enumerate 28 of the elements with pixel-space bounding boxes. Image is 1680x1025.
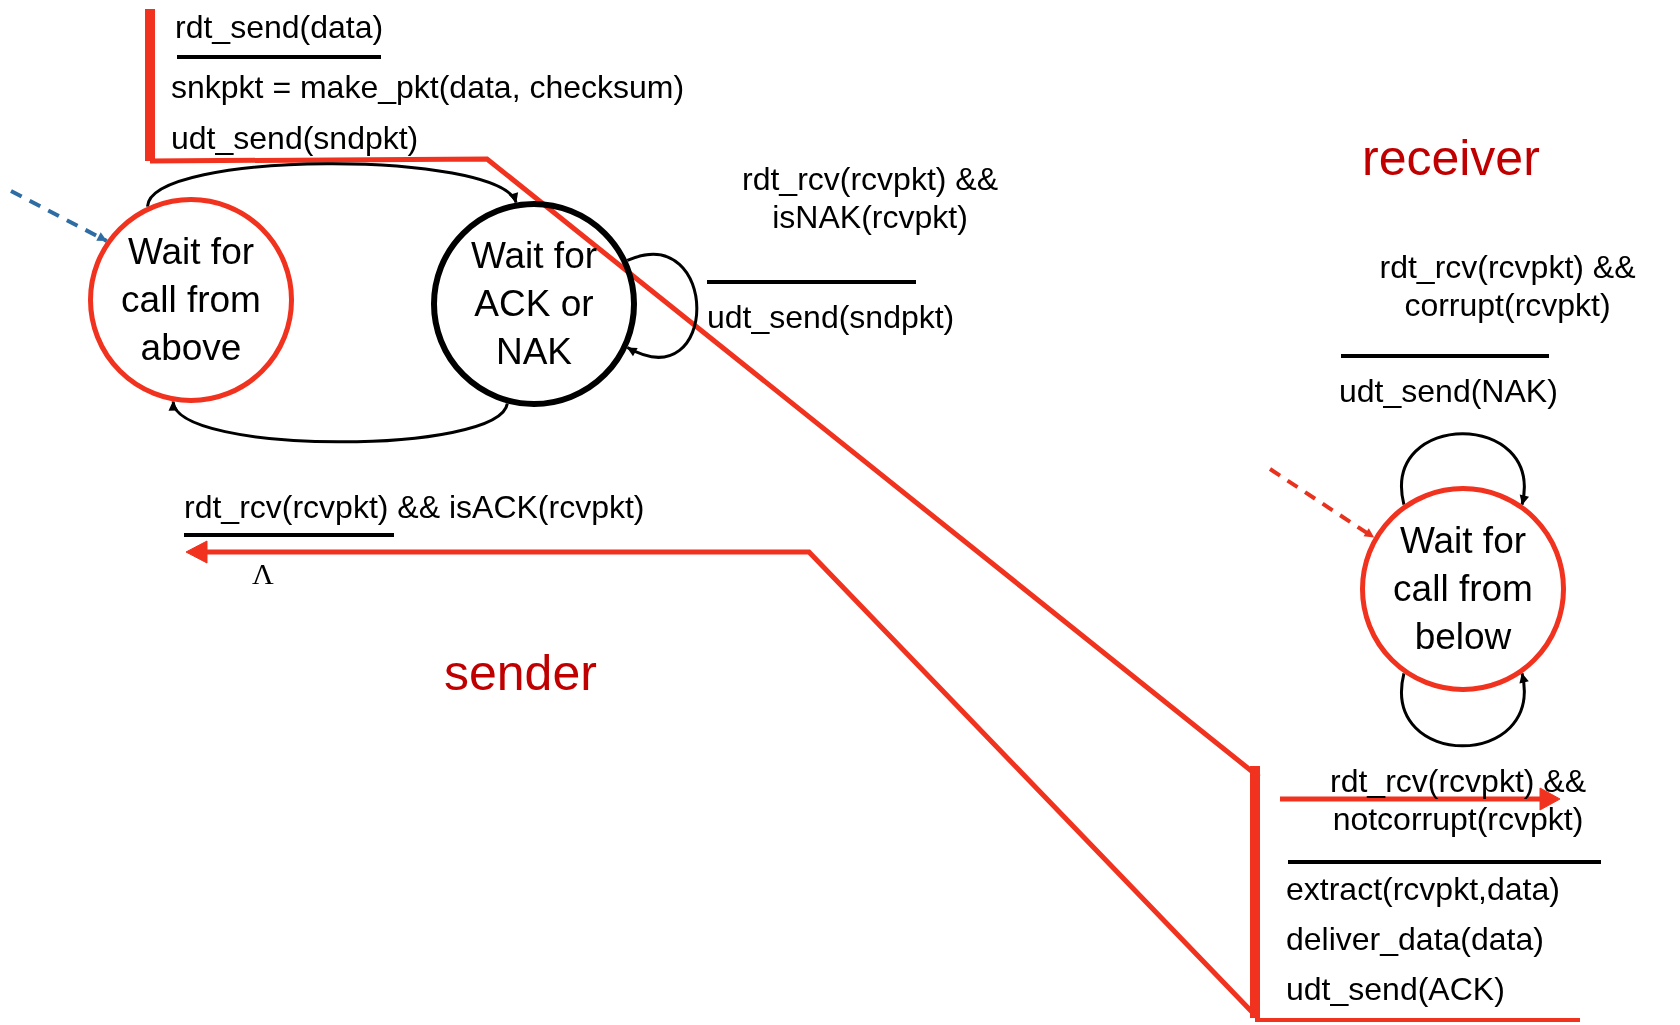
edge-label: rdt_rcv(rcvpkt) && notcorrupt(rcvpkt): [1329, 762, 1587, 839]
transition-arrow: [1400, 432, 1528, 505]
state-name: Wait for call from above: [120, 229, 262, 371]
dashed-arrow: [1268, 467, 1375, 540]
transition-arrow: [171, 400, 509, 444]
dashed-arrow: [10, 189, 108, 243]
action-text: snkpkt = make_pkt(data, checksum): [171, 68, 685, 107]
state-circle: [431, 201, 637, 407]
state-circle: [88, 197, 294, 403]
section-title: receiver: [1362, 129, 1540, 188]
action-text: extract(rcvpkt,data): [1286, 870, 1560, 909]
state-circle: [1360, 486, 1566, 692]
action-text: Λ: [252, 556, 274, 592]
section-title: sender: [444, 644, 597, 703]
edge-label: rdt_rcv(rcvpkt) && isNAK(rcvpkt): [741, 160, 999, 237]
transition-arrow: [1400, 673, 1528, 748]
transition-arrow: [146, 162, 518, 208]
action-text: udt_send(ACK): [1286, 970, 1505, 1009]
edge-label: rdt_rcv(rcvpkt) && corrupt(rcvpkt): [1378, 248, 1637, 325]
edge-label: rdt_send(data): [175, 8, 384, 47]
action-text: udt_send(sndpkt): [707, 298, 955, 337]
state-name: Wait for call from below: [1392, 518, 1534, 660]
action-text: udt_send(sndpkt): [171, 119, 419, 158]
edge-label: rdt_rcv(rcvpkt) && isACK(rcvpkt): [184, 488, 645, 527]
state-name: Wait for ACK or NAK: [469, 233, 599, 375]
action-text: deliver_data(data): [1286, 920, 1544, 959]
transition-arrow: [626, 253, 699, 358]
action-text: udt_send(NAK): [1339, 372, 1558, 411]
